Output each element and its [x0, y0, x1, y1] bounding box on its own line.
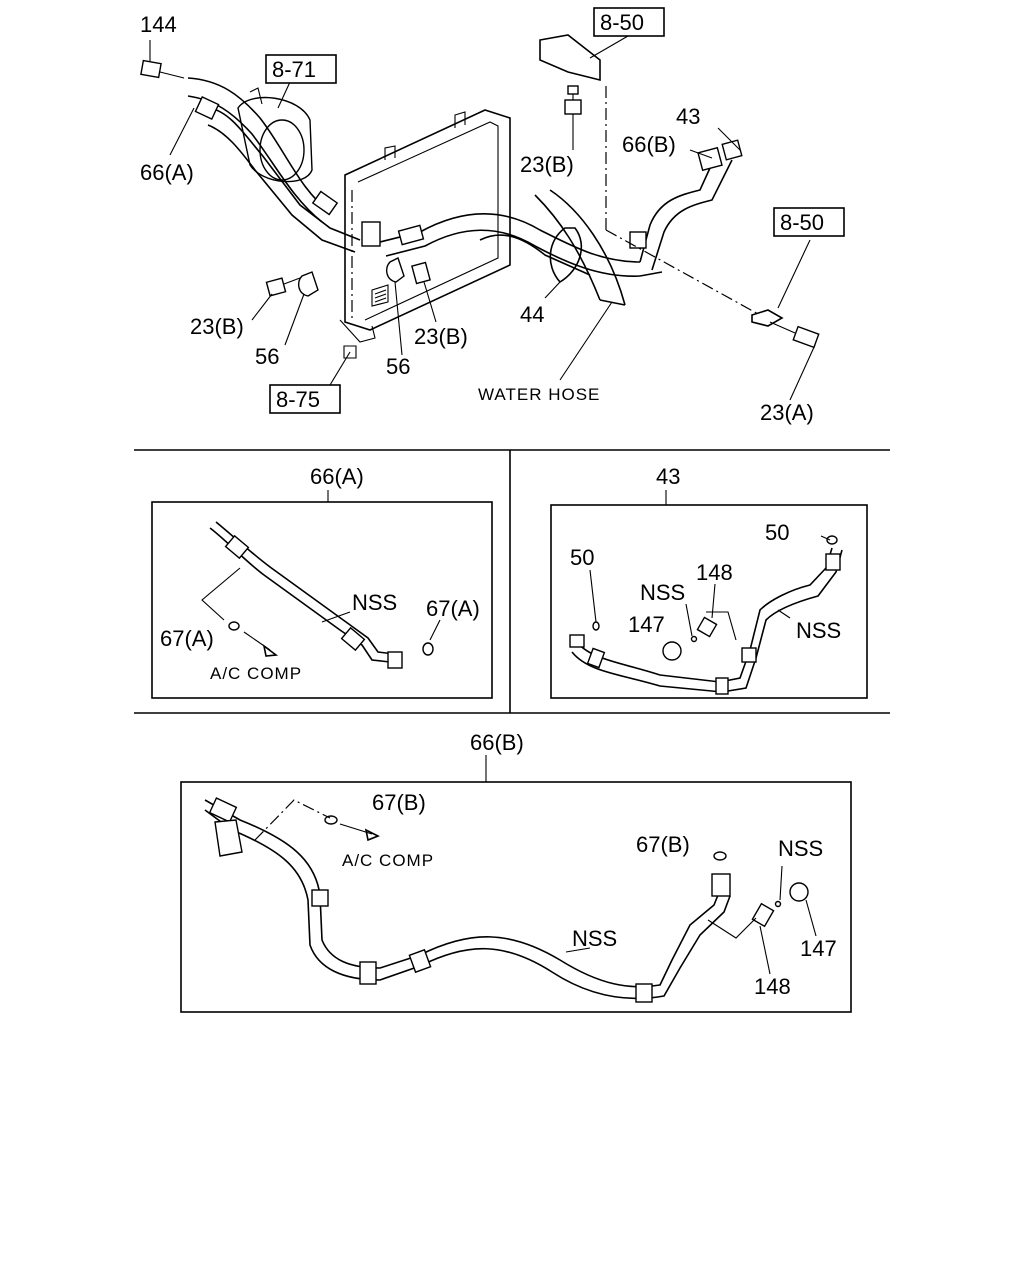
label-44: 44: [520, 302, 544, 327]
panel-43-title: 43: [656, 464, 680, 489]
label-ref-850-right: 8-50: [780, 210, 824, 235]
label-56-center: 56: [386, 354, 410, 379]
pipe-43-66b: [629, 127, 743, 277]
panel-66b-67b-a: 67(B): [372, 790, 426, 815]
panel-66b-title: 66(B): [470, 730, 524, 755]
label-66a: 66(A): [140, 160, 194, 185]
panel-66a-title: 66(A): [310, 464, 364, 489]
panel-43-nss-a: NSS: [640, 580, 685, 605]
bolt-23b-top: [564, 85, 582, 150]
panel-66a-67a-right: 67(A): [426, 596, 480, 621]
label-43: 43: [676, 104, 700, 129]
panel-43-50-right: 50: [765, 520, 789, 545]
label-water-hose: WATER HOSE: [478, 385, 600, 404]
ref-box-871: [265, 54, 337, 84]
main-assembly: 144 8-71 8-50 8-50 8-75 66(A) 23(B) 43 6…: [140, 7, 845, 425]
panel-66a-nss: NSS: [352, 590, 397, 615]
hose-center: [379, 212, 641, 277]
panel-66b-nss-b: NSS: [778, 836, 823, 861]
label-23b-left: 23(B): [190, 314, 244, 339]
leader-66a: [169, 107, 195, 156]
clamp-44: [544, 227, 583, 299]
panel-43-50-left: 50: [570, 545, 594, 570]
bracket-top: [539, 34, 761, 316]
ref-box-850-right: [773, 207, 845, 237]
ref-box-850-top: [593, 7, 665, 37]
panel-66b: 67(B) A/C COMP 67(B) NSS NSS 147 148 66(…: [180, 730, 852, 1013]
panel-66b-148: 148: [754, 974, 791, 999]
bolt-144: [140, 40, 185, 79]
hose-66a-top: [187, 77, 381, 253]
label-23a: 23(A): [760, 400, 814, 425]
panel-66a-ac-comp: A/C COMP: [210, 664, 302, 683]
leader-875: [329, 351, 351, 386]
panel-66a: 66(A) NSS 67(A) 67(A) A/C COMP: [151, 464, 493, 699]
label-23b-top: 23(B): [520, 152, 574, 177]
label-66b: 66(B): [622, 132, 676, 157]
panel-66b-frame: [180, 781, 852, 1013]
panel-66a-frame: [151, 501, 493, 699]
bracket-right: [751, 239, 820, 401]
leader-871: [277, 81, 291, 109]
condenser: [339, 109, 511, 343]
ref-box-875: [269, 384, 341, 414]
panel-43-nss-b: NSS: [796, 618, 841, 643]
label-23b-center: 23(B): [414, 324, 468, 349]
panel-66b-147: 147: [800, 936, 837, 961]
label-ref-871: 8-71: [272, 57, 316, 82]
label-144: 144: [140, 12, 177, 37]
label-ref-850-top: 8-50: [600, 10, 644, 35]
label-ref-875: 8-75: [276, 387, 320, 412]
water-hose: [534, 189, 626, 381]
panel-66b-ac-comp: A/C COMP: [342, 851, 434, 870]
label-56-left: 56: [255, 344, 279, 369]
panel-43-frame: [550, 504, 868, 699]
panel-66a-67a-left: 67(A): [160, 626, 214, 651]
panel-43: 43 50 50 NSS 148 147 NSS: [550, 464, 868, 699]
bolts-left: [251, 257, 437, 356]
panel-66b-67b-b: 67(B): [636, 832, 690, 857]
panel-66b-nss-a: NSS: [572, 926, 617, 951]
panel-43-148: 148: [696, 560, 733, 585]
panel-43-147: 147: [628, 612, 665, 637]
